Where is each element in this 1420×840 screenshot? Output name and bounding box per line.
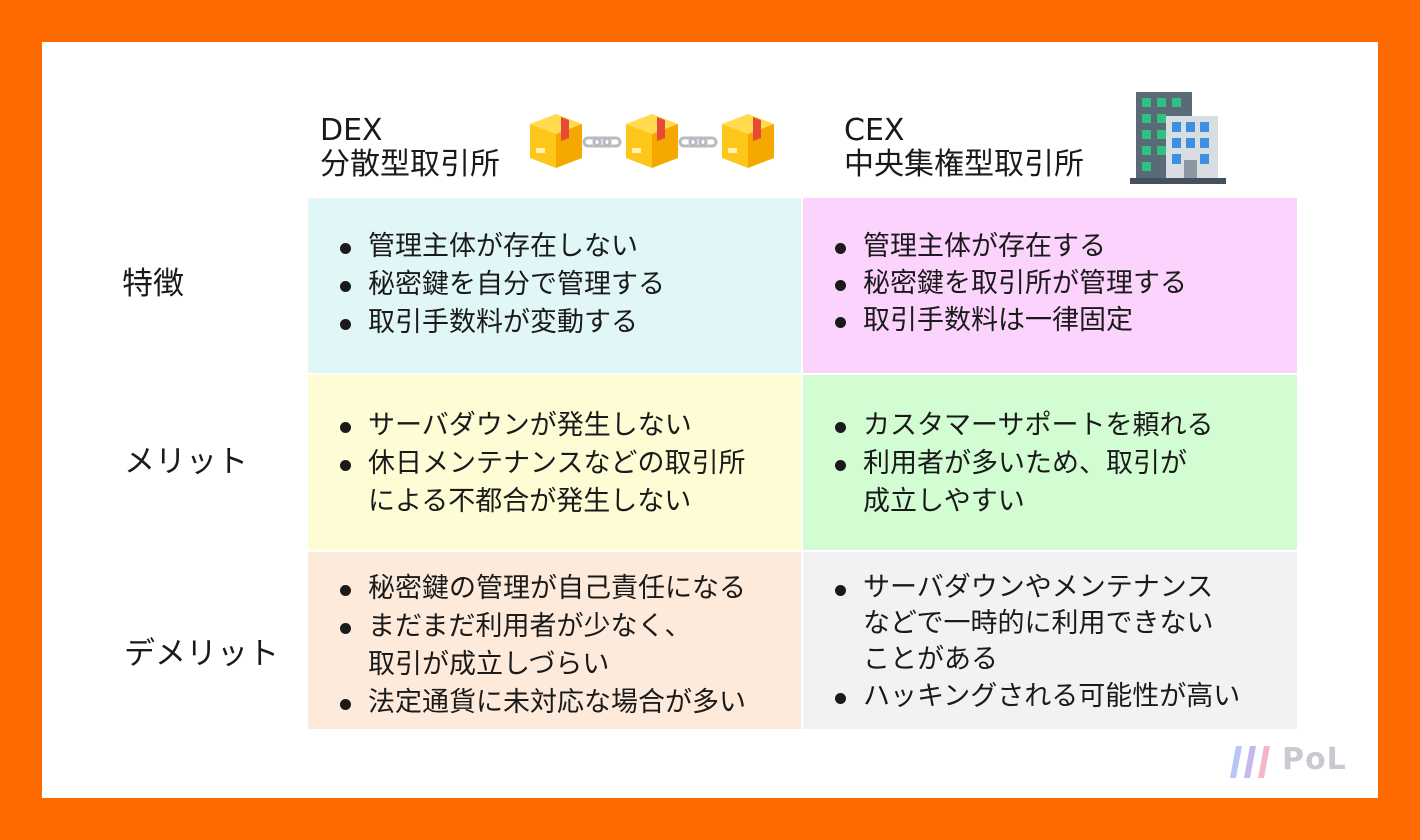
list-item: 取引手数料は一律固定 xyxy=(833,302,1277,339)
row-label-features: 特徴 xyxy=(122,266,184,302)
cex-demerits-cell: サーバダウンやメンテナンス などで一時的に利用できない ことがある ハッキングさ… xyxy=(803,552,1297,729)
dex-header-abbr: DEX xyxy=(320,113,383,148)
cex-header-name: 中央集権型取引所 xyxy=(844,147,1084,182)
chain-link-icon xyxy=(582,136,622,148)
row-label-merits: メリット xyxy=(124,444,248,480)
cex-header: CEX 中央集権型取引所 xyxy=(844,114,1084,182)
dex-merits-list: サーバダウンが発生しない 休日メンテナンスなどの取引所 による不都合が発生しない xyxy=(338,407,781,521)
list-item: 秘密鍵の管理が自己責任になる xyxy=(338,570,781,608)
list-item: ハッキングされる可能性が高い xyxy=(833,678,1277,716)
slash-stripes-icon xyxy=(1230,746,1270,778)
list-item: 秘密鍵を自分で管理する xyxy=(338,266,781,304)
dex-header-name: 分散型取引所 xyxy=(320,147,500,182)
blockchain-blocks-icon xyxy=(530,114,774,168)
cex-features-cell: 管理主体が存在する 秘密鍵を取引所が管理する 取引手数料は一律固定 xyxy=(803,198,1297,373)
block-cube-icon xyxy=(722,114,774,168)
block-cube-icon xyxy=(530,114,582,168)
block-cube-icon xyxy=(626,114,678,168)
list-item: サーバダウンやメンテナンス などで一時的に利用できない ことがある xyxy=(833,570,1277,678)
dex-merits-cell: サーバダウンが発生しない 休日メンテナンスなどの取引所 による不都合が発生しない xyxy=(308,375,801,550)
cex-merits-list: カスタマーサポートを頼れる 利用者が多いため、取引が 成立しやすい xyxy=(833,407,1277,521)
chain-link-icon xyxy=(678,136,718,148)
list-item: 管理主体が存在する xyxy=(833,228,1277,265)
row-label-demerits: デメリット xyxy=(124,636,279,672)
list-item: 法定通貨に未対応な場合が多い xyxy=(338,684,781,722)
dex-features-cell: 管理主体が存在しない 秘密鍵を自分で管理する 取引手数料が変動する xyxy=(308,198,801,373)
logo-text: PoL xyxy=(1282,742,1347,777)
dex-demerits-list: 秘密鍵の管理が自己責任になる まだまだ利用者が少なく、 取引が成立しづらい 法定… xyxy=(338,570,781,722)
dex-features-list: 管理主体が存在しない 秘密鍵を自分で管理する 取引手数料が変動する xyxy=(338,228,781,342)
list-item: 取引手数料が変動する xyxy=(338,304,781,342)
list-item: カスタマーサポートを頼れる xyxy=(833,407,1277,445)
list-item: まだまだ利用者が少なく、 取引が成立しづらい xyxy=(338,608,781,684)
list-item: 管理主体が存在しない xyxy=(338,228,781,266)
cex-header-abbr: CEX xyxy=(844,113,905,148)
comparison-card: DEX 分散型取引所 xyxy=(42,42,1378,798)
cex-merits-cell: カスタマーサポートを頼れる 利用者が多いため、取引が 成立しやすい xyxy=(803,375,1297,550)
list-item: 利用者が多いため、取引が 成立しやすい xyxy=(833,445,1277,521)
office-building-icon xyxy=(1130,92,1226,184)
cex-demerits-list: サーバダウンやメンテナンス などで一時的に利用できない ことがある ハッキングさ… xyxy=(833,570,1277,716)
cex-features-list: 管理主体が存在する 秘密鍵を取引所が管理する 取引手数料は一律固定 xyxy=(833,228,1277,339)
dex-header: DEX 分散型取引所 xyxy=(320,114,500,182)
list-item: 休日メンテナンスなどの取引所 による不都合が発生しない xyxy=(338,445,781,521)
dex-demerits-cell: 秘密鍵の管理が自己責任になる まだまだ利用者が少なく、 取引が成立しづらい 法定… xyxy=(308,552,801,729)
pol-logo: PoL xyxy=(1228,742,1358,782)
list-item: サーバダウンが発生しない xyxy=(338,407,781,445)
list-item: 秘密鍵を取引所が管理する xyxy=(833,265,1277,302)
